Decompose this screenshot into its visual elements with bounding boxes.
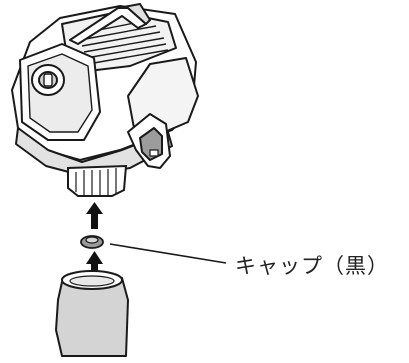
callout-line: [110, 244, 226, 263]
filter-base: [68, 166, 126, 196]
control-knob: [32, 65, 64, 95]
filter-bag: [56, 271, 128, 356]
arrow-up: [86, 202, 103, 229]
cap: [81, 236, 103, 248]
cap-label: キャップ（黒）: [235, 250, 389, 280]
